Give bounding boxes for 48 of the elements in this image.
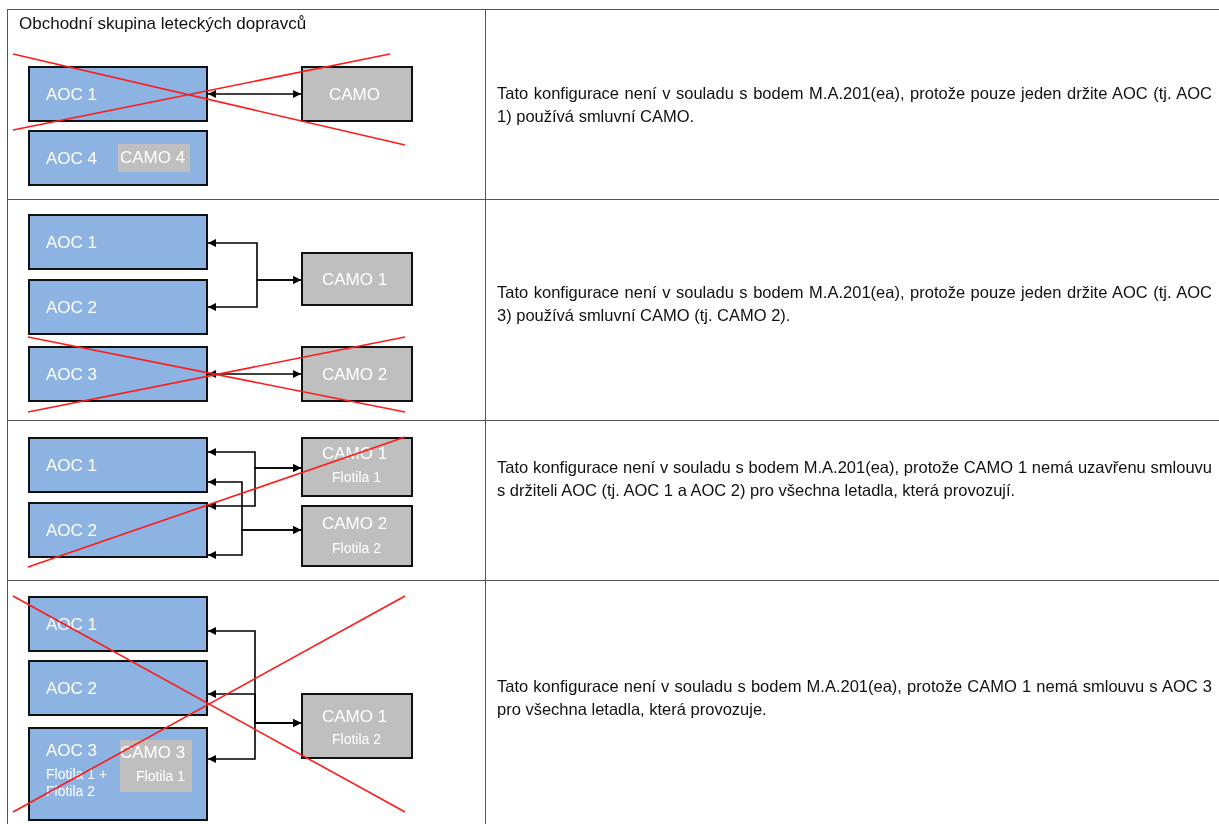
explanation-text: Tato konfigurace není v souladu s bodem M.A.201(ea), protože pouze jeden držite AOC (tj. AOC 3) používá smluvní CAMO (tj. CAMO 2). (497, 282, 1212, 326)
node-label: AOC 1 (46, 456, 98, 476)
aoc-box (28, 66, 208, 122)
camo-box (120, 740, 192, 792)
aoc-box (28, 502, 208, 558)
arrow (207, 276, 302, 311)
node-label: AOC 1 (46, 85, 98, 105)
node-label: CAMO 4 (120, 148, 186, 168)
explanation-text: Tato konfigurace není v souladu s bodem M.A.201(ea), protože pouze jeden držite AOC (tj. AOC 1) používá smluvní CAMO. (497, 83, 1212, 127)
explanation-text: Tato konfigurace není v souladu s bodem M.A.201(ea), protože CAMO 1 nemá uzavřenu smlouvu s držiteli AOC (tj. AOC 1 a AOC 2) pro všechna letadla, která provozují. (497, 457, 1212, 501)
camo-box (301, 66, 413, 122)
node-label: AOC 4 (46, 149, 98, 169)
node-label: AOC 2 (46, 298, 98, 318)
node-label: CAMO 1 (322, 270, 388, 290)
explanation-text: Tato konfigurace není v souladu s bodem M.A.201(ea), protože CAMO 1 nemá smlouvu s AOC 3 pro všechna letadla, která provozuje. (497, 676, 1212, 720)
arrow (207, 464, 302, 510)
node-label: CAMO 2 (322, 514, 388, 534)
node-label: AOC 2 (46, 679, 98, 699)
arrow (207, 526, 302, 559)
node-label: CAMO (329, 85, 380, 105)
aoc-box (28, 727, 208, 821)
fleet-label: Flotila 2 (332, 540, 382, 557)
node-label: AOC 1 (46, 233, 98, 253)
node-label: AOC 3 (46, 365, 98, 385)
arrow (207, 90, 302, 98)
aoc-box (28, 437, 208, 493)
node-label: AOC 2 (46, 521, 98, 541)
node-label: CAMO 3 (120, 743, 186, 763)
arrow (207, 719, 302, 763)
camo-box (301, 437, 413, 497)
node-label: CAMO 2 (322, 365, 388, 385)
camo-box (301, 693, 413, 759)
aoc-box (28, 214, 208, 270)
camo-box (301, 346, 413, 402)
arrow (207, 370, 302, 378)
camo-box (301, 505, 413, 567)
fleet-label: Flotila 2 (332, 731, 382, 748)
node-label: AOC 3 (46, 741, 98, 761)
fleet-label: Flotila 1 (136, 768, 186, 785)
camo-box (301, 252, 413, 306)
aoc-box (28, 660, 208, 716)
aoc-box (28, 130, 208, 186)
group-heading: Obchodní skupina leteckých dopravců (19, 14, 307, 34)
fleet-label: Flotila 1 (332, 469, 382, 486)
aoc-box (28, 596, 208, 652)
aoc-box (28, 346, 208, 402)
aoc-box (28, 279, 208, 335)
node-label: CAMO 1 (322, 707, 388, 727)
